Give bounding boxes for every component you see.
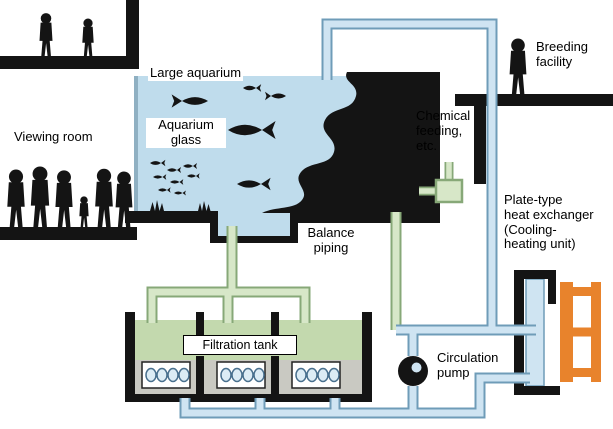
aquarium-glass-pane [134, 76, 138, 213]
chemical-feeder-box [434, 178, 464, 204]
heat-exchanger-frame-bottom [514, 386, 560, 395]
chemical-feeder [419, 162, 464, 204]
person-silhouette [7, 169, 25, 227]
filtration-divider [271, 356, 279, 396]
label-filtration-tank: Filtration tank [183, 335, 297, 356]
person-silhouette [509, 38, 527, 94]
aquarium-floor-left [125, 211, 210, 223]
filtration-media-coils [145, 367, 340, 383]
person-silhouette [82, 18, 94, 56]
upper-walkway-floor [0, 56, 139, 69]
person-silhouette [95, 168, 113, 227]
green-piping [146, 212, 402, 330]
label-balance-piping: Balance piping [307, 225, 355, 255]
trough-wall-right [290, 211, 298, 243]
filtration-divider [196, 356, 204, 396]
label-circulation-pump: Circulation pump [437, 350, 499, 380]
label-viewing-room: Viewing room [14, 129, 93, 144]
viewing-room-floor [0, 227, 137, 240]
person-silhouette [30, 166, 50, 227]
breeding-facility-floor [455, 94, 613, 106]
label-chemical-feeding: Chemical feeding, etc. [416, 108, 471, 153]
pump-impeller-icon [411, 362, 422, 373]
filtration-wall-right [362, 312, 372, 402]
filtration-divider-stub [271, 312, 279, 336]
label-breeding-facility: Breeding facility [536, 39, 589, 69]
trough-bottom [210, 236, 298, 243]
building-structures [0, 0, 613, 402]
person-silhouette [55, 170, 73, 227]
blue-piping [179, 18, 536, 419]
upper-wall [126, 0, 139, 69]
label-heat-exchanger: Plate-type heat exchanger (Cooling- heat… [504, 192, 594, 252]
label-aquarium-glass: Aquarium glass [146, 117, 226, 148]
aquarium-rock [150, 72, 426, 213]
child-silhouette [79, 196, 89, 227]
filtration-divider-stub [196, 312, 204, 336]
heat-exchanger-plates [560, 282, 601, 382]
filtration-wall-left [125, 312, 135, 402]
label-large-aquarium: Large aquarium [148, 65, 244, 81]
heat-exchanger-frame-notch [548, 270, 556, 304]
aquarium-floor-right [298, 211, 440, 223]
heat-exchanger-frame-top [514, 270, 556, 279]
breeding-facility-wall [474, 106, 486, 184]
circulation-pump [398, 356, 428, 386]
filtration-bottom [125, 394, 372, 402]
person-silhouette [39, 13, 53, 57]
trough-wall-left [210, 211, 218, 243]
